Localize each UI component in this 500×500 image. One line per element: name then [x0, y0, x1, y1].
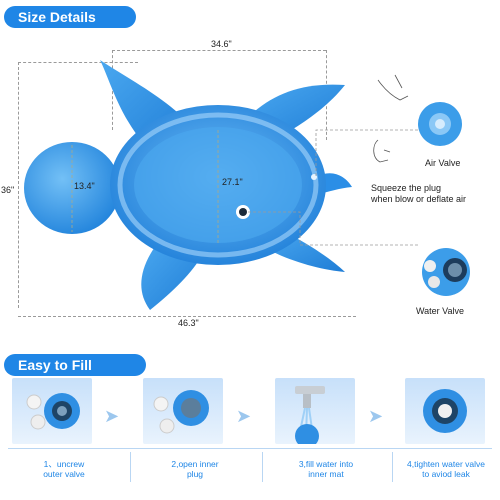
step-2-image [143, 378, 223, 444]
bottom-width-label: 46.3" [178, 318, 199, 328]
head-width-label: 13.4" [74, 181, 95, 191]
step-arrow-1: ➤ [104, 406, 120, 426]
left-dimension-top-tick [18, 62, 138, 63]
easy-fill-header: Easy to Fill Water [4, 354, 146, 395]
top-dimension-left-tick [112, 50, 113, 130]
left-dimension-line [18, 62, 19, 308]
face-sketch [373, 139, 391, 163]
left-height-label: 36" [1, 185, 15, 195]
step-arrow-3: ➤ [368, 406, 384, 426]
step-separator-3 [392, 452, 393, 482]
step-3-image [275, 378, 355, 444]
top-dimension-line [112, 50, 326, 51]
step-separator-1 [130, 452, 131, 482]
inner-height-label: 27.1" [222, 177, 243, 187]
squeeze-line-1: Squeeze the plug [371, 183, 442, 193]
size-details-header: Size Details [4, 6, 136, 28]
step-4-image [405, 378, 485, 444]
body-rim [117, 112, 319, 258]
water-valve-label: Water Valve [416, 306, 465, 316]
hand-sketch [377, 74, 409, 101]
squeeze-line-2: when blow or deflate air [371, 194, 467, 204]
step-separator-2 [262, 452, 263, 482]
turtle-illustration [24, 60, 470, 310]
top-width-label: 34.6" [211, 39, 232, 49]
steps-divider [8, 448, 492, 449]
air-valve-dot [311, 174, 317, 180]
step-1-image [12, 378, 92, 444]
bottom-dimension-line [18, 316, 356, 317]
air-valve-label: Air Valve [425, 158, 461, 168]
step-arrow-2: ➤ [236, 406, 252, 426]
